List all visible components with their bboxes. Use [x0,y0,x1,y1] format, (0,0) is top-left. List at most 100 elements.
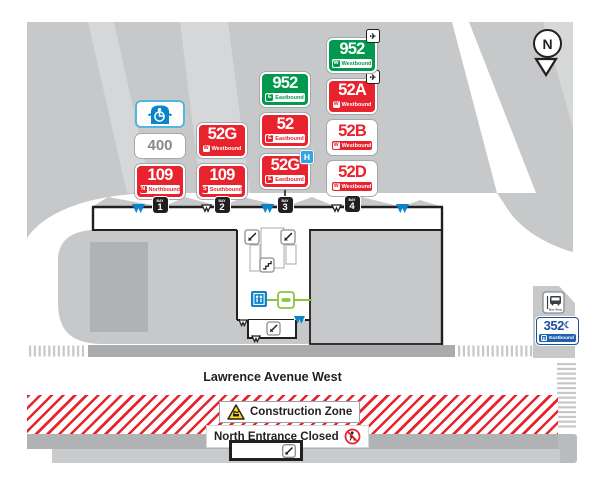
compass-arrow-icon [534,57,558,78]
diagonal-road [452,22,536,193]
route-number: 109 [209,166,235,184]
night-service-icon: ☾ [563,320,572,330]
bay-marker-number: 2 [219,202,225,213]
bay-marker-label: BAY [281,199,289,203]
route-number: 400 [147,137,173,154]
bus-stop-sign-label: Bus Stop [549,308,562,312]
direction-letter: W [332,60,340,67]
bay-marker-number: 1 [157,202,163,213]
direction-letter: E [266,94,274,101]
bay-marker-label: BAY [348,198,356,202]
direction-letter: W [332,183,340,190]
direction-word: Westbound [341,142,372,149]
route-number: 52D [338,163,367,181]
station-icons [244,229,296,336]
direction-word: Eastbound [275,135,304,142]
escalator-icon [282,443,296,458]
route-number: 952 [339,40,365,58]
direction-letter: W [202,145,210,152]
crosswalk-west [29,345,84,357]
road-band-light [52,449,560,463]
accessible-route-badge [135,100,185,128]
wheelchair-bus-icon [147,105,173,124]
crosswalk-vertical [557,363,576,428]
station-building [58,205,444,345]
doors [132,204,409,344]
route-number: 109 [147,166,173,184]
bay-marker-number: 3 [282,202,288,213]
route-number: 52 [276,115,295,133]
bay-marker-label: BAY [156,199,164,203]
direction-strip: E Eastbound [539,334,576,342]
direction-letter: E [541,335,548,341]
direction-word: Eastbound [549,335,574,341]
no-pedestrians-icon [344,428,361,445]
route-number: 52G [207,125,238,143]
construction-zone-text: Construction Zone [250,406,353,418]
route-number: 352☾ [543,318,572,333]
north-entrance-structure [229,440,303,461]
direction-word: Westbound [211,145,242,152]
direction-word: Westbound [341,101,372,108]
direction-word: Westbound [341,183,372,190]
route-number: 952 [272,74,298,92]
airport-icon: ✈ [366,29,380,43]
direction-letter: W [332,142,340,149]
direction-letter: E [266,176,274,183]
crosswalk-landing [556,434,577,463]
bus-stop-sign-icon: Bus Stop [542,291,565,314]
compass-label: N [542,35,553,52]
route-number: 52A [338,81,367,99]
route-badge-352: 352☾ E Eastbound [536,317,579,345]
direction-word: Eastbound [275,176,304,183]
route-number: 52G [270,156,301,174]
direction-word: Westbound [341,60,372,67]
direction-letter: S [202,186,208,193]
bay-marker-label: BAY [218,199,226,203]
direction-word: Southbound [209,186,242,193]
street-name: Lawrence Avenue West [203,370,342,384]
south-sidewalk [88,345,455,357]
warning-triangle-icon [227,404,245,420]
construction-zone-label: Construction Zone [219,401,361,423]
route-badge-400: 400 [135,134,185,158]
direction-letter: N [140,186,147,193]
route-number: 52B [338,122,367,140]
entrance-closed-text: North Entrance Closed [214,430,339,443]
compass-north-icon: N [533,29,562,58]
crosswalk-east [458,345,533,357]
hospital-icon: H [300,150,314,164]
direction-letter: W [332,101,340,108]
direction-letter: E [266,135,274,142]
direction-word: Eastbound [275,94,304,101]
